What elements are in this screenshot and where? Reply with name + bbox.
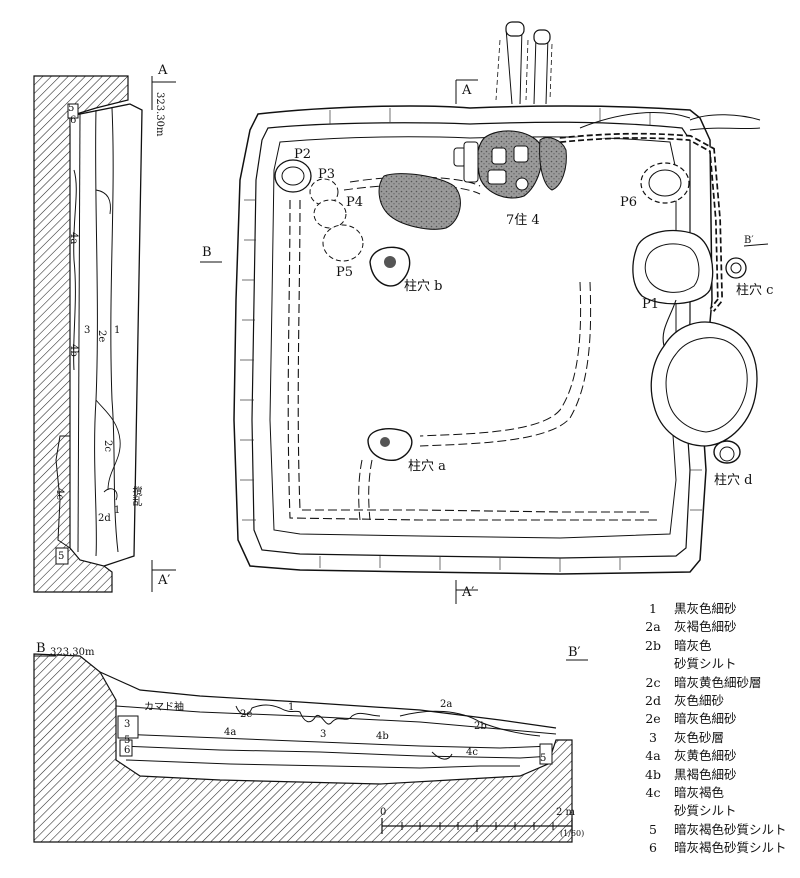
- section-b-layer-4b: 4b: [376, 731, 389, 742]
- section-b-layer-4a: 4a: [224, 727, 237, 738]
- plan-section-a-label: A: [462, 83, 472, 98]
- kamado-sleeve-label: カマド袖: [144, 702, 184, 713]
- dwelling-plan: [200, 21, 769, 604]
- section-b-layer-2b: 2b: [474, 721, 487, 732]
- scale-bar: [381, 818, 573, 834]
- section-b-layer-3: 3: [124, 719, 131, 730]
- section-b-layer-5b: 5: [540, 753, 547, 764]
- section-b-profile: [33, 653, 588, 843]
- section-b-prime-label: B′: [568, 645, 581, 660]
- overlap-dwelling-label: 7住 4: [506, 213, 540, 228]
- scale-end: 2 m: [556, 807, 576, 818]
- section-b-layer-1: 1: [288, 702, 295, 713]
- section-a-layer-2c: 2c: [102, 440, 113, 452]
- section-a-layer-5b: 5: [58, 551, 65, 562]
- pit-p6-label: P6: [620, 195, 638, 210]
- section-b-layer-3b: 3: [320, 729, 327, 740]
- plan-section-b-prime-label: B′: [744, 235, 754, 246]
- pillar-c-label: 柱穴 c: [736, 283, 774, 298]
- section-a-profile: [33, 75, 176, 593]
- section-a-layer-5: 5: [68, 103, 75, 114]
- section-a-layer-4c: 4c: [54, 488, 65, 500]
- section-b-layer-4c: 4c: [466, 747, 478, 758]
- scale-ratio: (1/60): [560, 829, 585, 838]
- disturbance-label: 撹乱: [130, 486, 141, 506]
- scale-zero: 0: [380, 807, 387, 818]
- pillar-a-label: 柱穴 a: [408, 459, 446, 474]
- plan-section-b-label: B: [202, 245, 212, 260]
- pit-p2-label: P2: [294, 147, 312, 162]
- section-b-label: B: [36, 641, 46, 656]
- pit-p4-label: P4: [346, 195, 364, 210]
- section-a-layer-6: 6: [70, 115, 77, 126]
- legend-row: 砂質シルト: [674, 803, 737, 819]
- section-a-prime-label: A′: [158, 573, 171, 588]
- legend-row: 砂質シルト: [674, 656, 737, 672]
- section-a-layer-2e: 2e: [96, 330, 107, 343]
- section-b-elevation: 323.30m: [50, 647, 95, 658]
- section-a-layer-4b: 4b: [68, 344, 79, 357]
- plan-section-a-prime-label: A′: [462, 585, 475, 600]
- section-a-layer-1b: 1: [114, 505, 121, 516]
- section-b-layer-2a: 2a: [440, 699, 453, 710]
- section-a-layer-3: 3: [84, 325, 91, 336]
- section-b-layer-2e: 2e: [240, 709, 253, 720]
- pillar-b-label: 柱穴 b: [404, 279, 443, 294]
- section-a-label: A: [158, 63, 168, 78]
- section-a-layer-2d: 2d: [98, 513, 111, 524]
- section-b-layer-5: 5: [124, 735, 131, 746]
- pit-p1-label: P1: [642, 297, 660, 312]
- section-a-layer-4a: 4a: [68, 232, 79, 245]
- section-a-layer-1: 1: [114, 325, 121, 336]
- pit-p5-label: P5: [336, 265, 354, 280]
- pit-p3-label: P3: [318, 167, 336, 182]
- section-b-layer-6: 6: [124, 745, 131, 756]
- pillar-d-label: 柱穴 d: [714, 473, 753, 488]
- section-a-elevation: 323.30m: [154, 92, 165, 137]
